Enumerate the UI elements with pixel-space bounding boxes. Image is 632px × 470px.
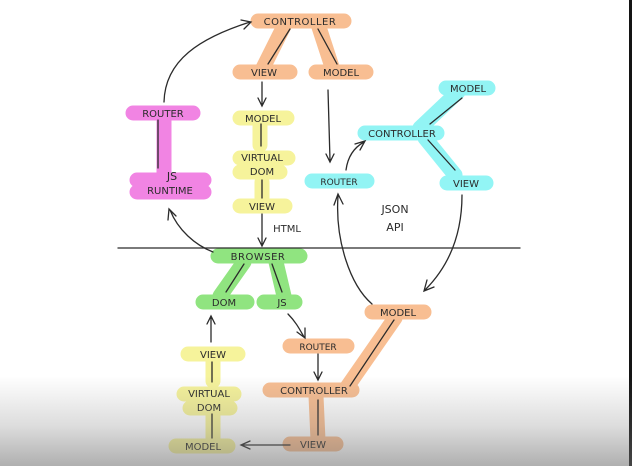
line-controller-to-model — [317, 28, 338, 65]
arrow-browser-to-runtime — [167, 207, 214, 253]
green-highlight — [195, 248, 308, 310]
json-label: JSON — [380, 203, 408, 216]
arrow-view-to-dom — [206, 314, 216, 343]
arrow-cyan-router-controller — [345, 139, 367, 171]
arrow-model-to-router — [325, 89, 335, 164]
arrow-js-to-router — [287, 313, 306, 340]
js-label: JS — [276, 298, 286, 309]
arrow-view-to-model-right — [423, 194, 463, 293]
orange-highlight-server — [232, 13, 374, 80]
arrow-view-to-browser — [257, 213, 267, 248]
cyan-highlight — [304, 80, 496, 191]
server-model-label: MODEL — [323, 68, 360, 79]
bottom-dom-label: DOM — [197, 403, 221, 414]
right-model-label: MODEL — [380, 308, 417, 319]
arrow-router-to-controller-bottom — [313, 353, 323, 382]
arrow-model-to-cyan-router — [333, 192, 373, 305]
bottom-virtual-label: VIRTUAL — [188, 389, 230, 400]
arrow-router-to-controller — [163, 19, 253, 103]
arrow-view-to-model — [257, 81, 267, 108]
yellow-highlight-top — [232, 110, 296, 214]
line-browser-dom — [225, 263, 245, 293]
browser-label: BROWSER — [231, 252, 286, 263]
js-label-runtime: JS — [166, 170, 177, 183]
bottom-model-label: MODEL — [185, 442, 222, 453]
bottom-view-label: VIEW — [200, 350, 226, 361]
yellow-virtual-label: VIRTUAL — [241, 153, 283, 164]
line-model-to-controller — [349, 319, 395, 387]
yellow-model-label: MODEL — [245, 114, 282, 125]
runtime-label: RUNTIME — [147, 186, 193, 197]
line-cyan-controller-view — [427, 139, 456, 171]
bottom-router-label: ROUTER — [299, 343, 336, 353]
bottom-view2-label: VIEW — [300, 440, 326, 451]
bottom-controller-label: CONTROLLER — [280, 386, 348, 397]
magenta-highlight — [125, 105, 212, 200]
cyan-model-label: MODEL — [450, 84, 487, 95]
yellow-dom-label: DOM — [250, 167, 274, 178]
html-label: HTML — [273, 224, 301, 235]
cyan-router-label: ROUTER — [320, 178, 357, 188]
api-label: API — [386, 221, 403, 234]
right-edge-bar — [629, 0, 632, 466]
yellow-highlight-bottom — [168, 346, 246, 454]
cyan-view-label: VIEW — [453, 179, 479, 190]
server-view-label: VIEW — [251, 68, 277, 79]
dom-label: DOM — [212, 298, 236, 309]
server-controller-label: CONTROLLER — [264, 17, 337, 28]
line-controller-to-view — [267, 28, 291, 65]
line-cyan-controller-model — [429, 97, 463, 125]
router-magenta-label: ROUTER — [142, 109, 184, 120]
yellow-view-label: VIEW — [249, 202, 275, 213]
orange-highlight-bottom — [262, 304, 432, 452]
cyan-controller-label: CONTROLLER — [368, 129, 436, 140]
line-browser-js — [271, 263, 283, 293]
arrow-view-to-model-bottom — [239, 440, 291, 450]
